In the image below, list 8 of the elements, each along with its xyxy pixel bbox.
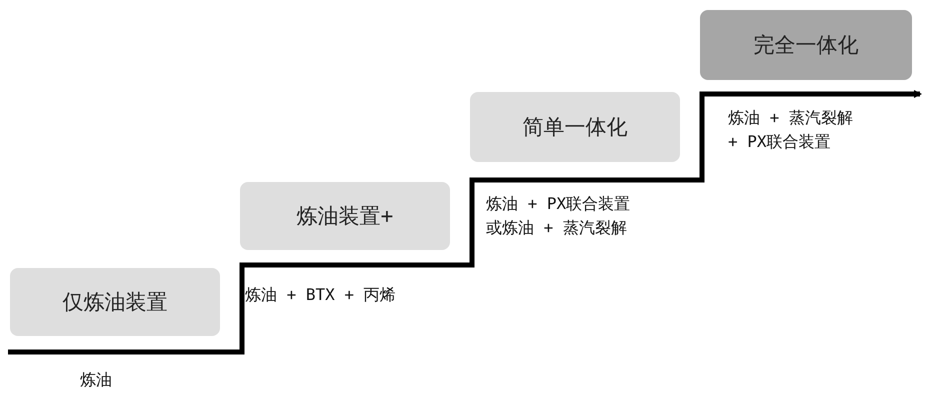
stage-box: 简单一体化 — [470, 92, 680, 162]
stage-description: 炼油 — [80, 369, 113, 391]
stage-description: 炼油 + 蒸汽裂解 + PX联合装置 — [728, 107, 854, 153]
stage-box: 完全一体化 — [700, 10, 912, 80]
stage-description: 炼油 + BTX + 丙烯 — [245, 284, 397, 306]
stage-box: 炼油装置+ — [240, 182, 450, 250]
stage-description: 炼油 + PX联合装置或炼油 + 蒸汽裂解 — [486, 193, 632, 239]
stage-box: 仅炼油装置 — [10, 268, 220, 336]
